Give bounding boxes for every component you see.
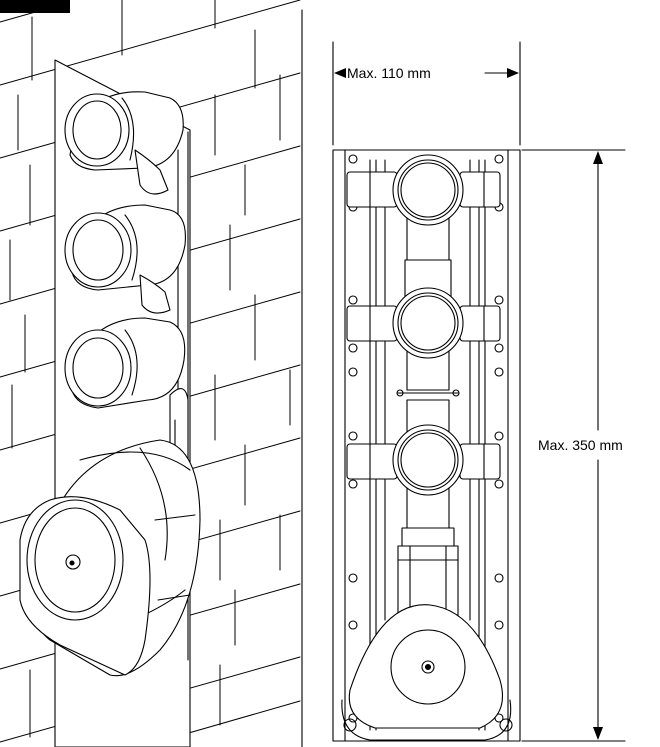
width-label: Max. 110 mm [347, 65, 431, 81]
perspective-view [0, 0, 301, 747]
flow-knob-2 [64, 204, 186, 314]
thermostat-front-dial [341, 604, 513, 741]
flow-knob-3 [64, 317, 186, 409]
height-dimension: Max. 350 mm [521, 149, 626, 742]
valve-cartridge-2 [346, 287, 501, 359]
valve-cartridge-3 [346, 424, 501, 496]
flow-knob-1 [64, 91, 184, 195]
thermostatic-dial [19, 439, 201, 677]
height-label: Max. 350 mm [538, 437, 623, 453]
corner-tab [0, 0, 70, 13]
width-dimension: Max. 110 mm [332, 41, 521, 146]
front-view: Max. 110 mm Max. 350 mm [332, 41, 626, 742]
valve-cartridge-1 [346, 154, 501, 226]
